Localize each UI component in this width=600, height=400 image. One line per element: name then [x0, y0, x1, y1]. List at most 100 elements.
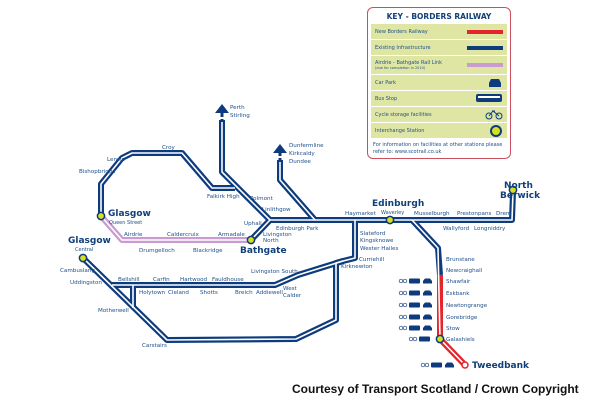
- key-row-car: Car Park: [371, 75, 507, 90]
- station-label: Uddingston: [70, 280, 102, 286]
- map-key: KEY - BORDERS RAILWAY New Borders Railwa…: [367, 7, 511, 159]
- interchange-icon: [78, 253, 88, 263]
- interchange-icon: [96, 211, 106, 221]
- station-label: Kingsknowe: [360, 238, 394, 244]
- station-label: Brunstane: [446, 257, 475, 263]
- bicycle-icon: [398, 278, 404, 284]
- key-label: Car Park: [375, 79, 397, 86]
- station-label: Wester Hailes: [360, 246, 398, 252]
- station-label: Musselburgh: [414, 211, 450, 217]
- station-label: Fauldhouse: [212, 277, 244, 283]
- station-label: Calder: [283, 293, 302, 299]
- station-label: Gorebridge: [446, 315, 478, 321]
- key-label: Cycle storage facilities: [375, 111, 432, 118]
- station-label: Caldercruix: [167, 232, 200, 238]
- car-icon: [423, 325, 432, 331]
- bicycle-icon: [420, 362, 426, 368]
- station-label: Drem: [496, 211, 511, 217]
- key-row-borders: New Borders Railway: [371, 24, 507, 39]
- station-bathgate: Bathgate: [240, 246, 287, 256]
- station-label: Croy: [162, 145, 176, 151]
- station-sublabel: Queen Street: [109, 220, 142, 226]
- station-label: Newcraighall: [446, 268, 483, 274]
- station-label: Uphall: [244, 221, 262, 227]
- key-label: New Borders Railway: [375, 28, 428, 35]
- bicycle-icon: [402, 278, 408, 284]
- bicycle-icon: [485, 110, 503, 120]
- station-labels: Lenzie Bishopbriggs Croy Falkirk High Po…: [60, 145, 511, 349]
- station-label: Bishopbriggs: [79, 169, 115, 175]
- interchange-icon: [246, 235, 256, 245]
- station-label: Livingston South: [251, 269, 298, 275]
- station-label: Haymarket: [345, 211, 377, 217]
- facility-icons: [398, 278, 454, 368]
- arrow-north-icon: [215, 104, 229, 113]
- bus-icon: [409, 314, 420, 320]
- station-label: Cleland: [168, 290, 189, 296]
- station-label: Falkirk High: [207, 194, 240, 200]
- station-label: Hartwood: [180, 277, 208, 283]
- station-label: Carfin: [153, 277, 170, 283]
- station-label: Addiewell: [256, 290, 283, 296]
- station-label: Drumgelloch: [139, 248, 175, 254]
- key-title: KEY - BORDERS RAILWAY: [386, 12, 492, 21]
- key-row-existing: Existing Infrastructure: [371, 40, 507, 55]
- bus-icon: [409, 302, 420, 308]
- station-edinburgh: Edinburgh: [372, 199, 424, 209]
- pink-line-swatch: [467, 63, 503, 67]
- bus-icon: [409, 325, 420, 331]
- station-label: Galashiels: [446, 337, 475, 343]
- key-row-cycle: Cycle storage facilities: [371, 107, 507, 122]
- car-icon: [423, 302, 432, 308]
- car-icon: [445, 362, 454, 368]
- car-icon: [423, 314, 432, 320]
- key-label: Bus Stop: [375, 95, 398, 102]
- arrow-north-icon: [273, 144, 287, 153]
- interchange-icon: [490, 124, 502, 137]
- station-label: Cambuslang: [60, 268, 95, 274]
- bus-icon: [409, 290, 420, 296]
- car-icon: [423, 278, 432, 284]
- key-row-bus: Bus Stop: [371, 91, 507, 106]
- station-label: Armadale: [218, 232, 245, 238]
- key-row-interchange: Interchange Station: [371, 123, 507, 138]
- dest-label: Stirling: [230, 113, 250, 119]
- continuation-dashes: [220, 113, 282, 162]
- bicycle-icon: [408, 336, 414, 342]
- blue-line-swatch: [467, 45, 503, 50]
- terminus-icon: [461, 361, 469, 369]
- station-label: Polmont: [250, 196, 274, 202]
- bus-icon: [419, 336, 430, 342]
- key-label: Interchange Station: [375, 127, 425, 134]
- bicycle-icon: [402, 290, 408, 296]
- car-icon: [423, 290, 432, 296]
- bus-icon: [431, 362, 442, 368]
- key-label: Airdrie - Bathgate Rail Link: [375, 60, 442, 66]
- station-label: Breich: [235, 290, 253, 296]
- station-label: Shotts: [200, 290, 218, 296]
- copyright-credit: Courtesy of Transport Scotland / Crown C…: [292, 382, 579, 396]
- station-label: North: [263, 238, 279, 244]
- bicycle-icon: [402, 314, 408, 320]
- dest-label: Dunfermline: [289, 143, 324, 149]
- bicycle-icon: [412, 336, 418, 342]
- station-north-berwick: Berwick: [500, 191, 541, 201]
- station-label: Curriehill: [359, 257, 385, 263]
- dest-label: Perth: [230, 105, 245, 111]
- interchange-icon: [385, 215, 395, 225]
- station-label: Eskbank: [446, 291, 470, 297]
- station-label: Slateford: [360, 231, 386, 237]
- bicycle-icon: [398, 302, 404, 308]
- station-label: Kirknewton: [341, 264, 373, 270]
- station-label: Shawfair: [446, 279, 471, 285]
- bicycle-icon: [398, 290, 404, 296]
- bicycle-icon: [398, 325, 404, 331]
- station-label: Airdrie: [124, 232, 143, 238]
- station-label: Livingston: [263, 232, 292, 238]
- station-label: Edinburgh Park: [276, 226, 319, 232]
- key-note: (due for completion in 2010): [375, 66, 426, 70]
- station-label: Lenzie: [107, 157, 125, 163]
- station-glasgow-central: Glasgow: [68, 236, 111, 246]
